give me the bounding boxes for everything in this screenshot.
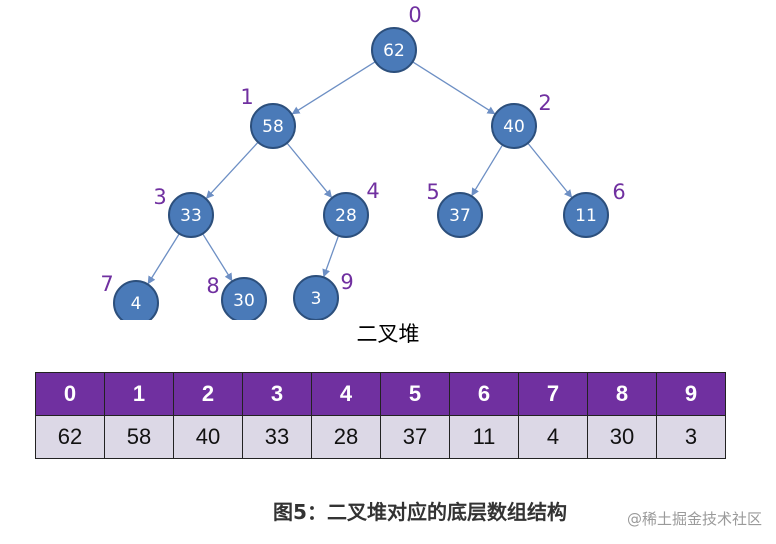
array-index-cell: 9 [656, 372, 726, 416]
tree-node-value: 37 [449, 206, 471, 226]
tree-edge [147, 233, 180, 285]
tree-edge [527, 142, 573, 198]
array-value-cell: 3 [656, 415, 726, 459]
tree-node-value: 11 [575, 206, 597, 226]
tree-node-circle [250, 103, 296, 149]
array-value-cell: 40 [173, 415, 243, 459]
tree-node: 40 2 [491, 91, 552, 149]
array-index-cell: 2 [173, 372, 243, 416]
tree-edge [202, 233, 233, 282]
tree-node-index: 6 [612, 180, 625, 204]
tree-node: 333 [153, 185, 214, 238]
tree-edge [322, 235, 340, 278]
watermark: @稀土掘金技术社区 [626, 510, 762, 528]
tree-node-value: 30 [233, 291, 255, 311]
array-index-cell: 4 [311, 372, 381, 416]
tree-node-value: 58 [262, 117, 284, 137]
tree-edge [286, 142, 333, 198]
tree-node-index: 2 [538, 91, 551, 115]
tree-node-circle [491, 103, 537, 149]
tree-node-index: 8 [206, 274, 219, 298]
tree-node: 58 1 [240, 85, 296, 149]
tree-node: 620 [371, 3, 422, 73]
tree-node-value: 4 [131, 294, 142, 314]
tree-node-circle [563, 192, 609, 238]
array-index-cell: 6 [449, 372, 519, 416]
tree-edges [147, 61, 573, 285]
tree-node-circle [437, 192, 483, 238]
tree-node-index: 9 [340, 270, 353, 294]
tree-node-value: 40 [503, 117, 525, 137]
tree-node-value: 28 [335, 206, 357, 226]
tree-edge [412, 61, 496, 115]
tree-node-value: 3 [311, 289, 322, 309]
array-index-cell: 5 [380, 372, 450, 416]
array-value-cell: 11 [449, 415, 519, 459]
array-index-cell: 8 [587, 372, 657, 416]
tree-node-index: 5 [426, 180, 439, 204]
tree-node: 28 4 [323, 179, 380, 238]
array-value-cell: 30 [587, 415, 657, 459]
array-value-cell: 58 [104, 415, 174, 459]
tree-node-circle [323, 192, 369, 238]
tree-node: 30 8 [206, 274, 267, 320]
figure-caption: 图5：二叉堆对应的底层数组结构 [273, 500, 567, 524]
tree-node-index: 1 [240, 85, 253, 109]
tree-node-value: 33 [180, 206, 202, 226]
array-index-cell: 1 [104, 372, 174, 416]
tree-node-circle [113, 280, 159, 320]
array-value-cell: 37 [380, 415, 450, 459]
tree-node-value: 62 [383, 41, 405, 61]
tree-node: 47 [100, 272, 159, 320]
array-value-cell: 62 [35, 415, 105, 459]
tree-edge [471, 144, 504, 197]
tree-node-circle [293, 275, 339, 320]
array-value-cell: 28 [311, 415, 381, 459]
tree-edge [205, 141, 259, 199]
array-index-cell: 3 [242, 372, 312, 416]
tree-edge [291, 61, 376, 115]
tree-node: 37 5 [426, 180, 483, 238]
tree-node: 39 [293, 270, 354, 320]
tree-node-index: 7 [100, 272, 113, 296]
tree-node-circle [221, 277, 267, 320]
array-index-cell: 7 [518, 372, 588, 416]
tree-node: 11 6 [563, 180, 626, 238]
array-value-cell: 33 [242, 415, 312, 459]
tree-caption: 二叉堆 [356, 322, 420, 346]
array-value-cell: 4 [518, 415, 588, 459]
tree-node-index: 3 [153, 185, 166, 209]
tree-node-index: 0 [408, 3, 421, 27]
tree-node-circle [168, 192, 214, 238]
tree-node-circle [371, 27, 417, 73]
tree-node-index: 4 [366, 179, 379, 203]
array-index-cell: 0 [35, 372, 105, 416]
